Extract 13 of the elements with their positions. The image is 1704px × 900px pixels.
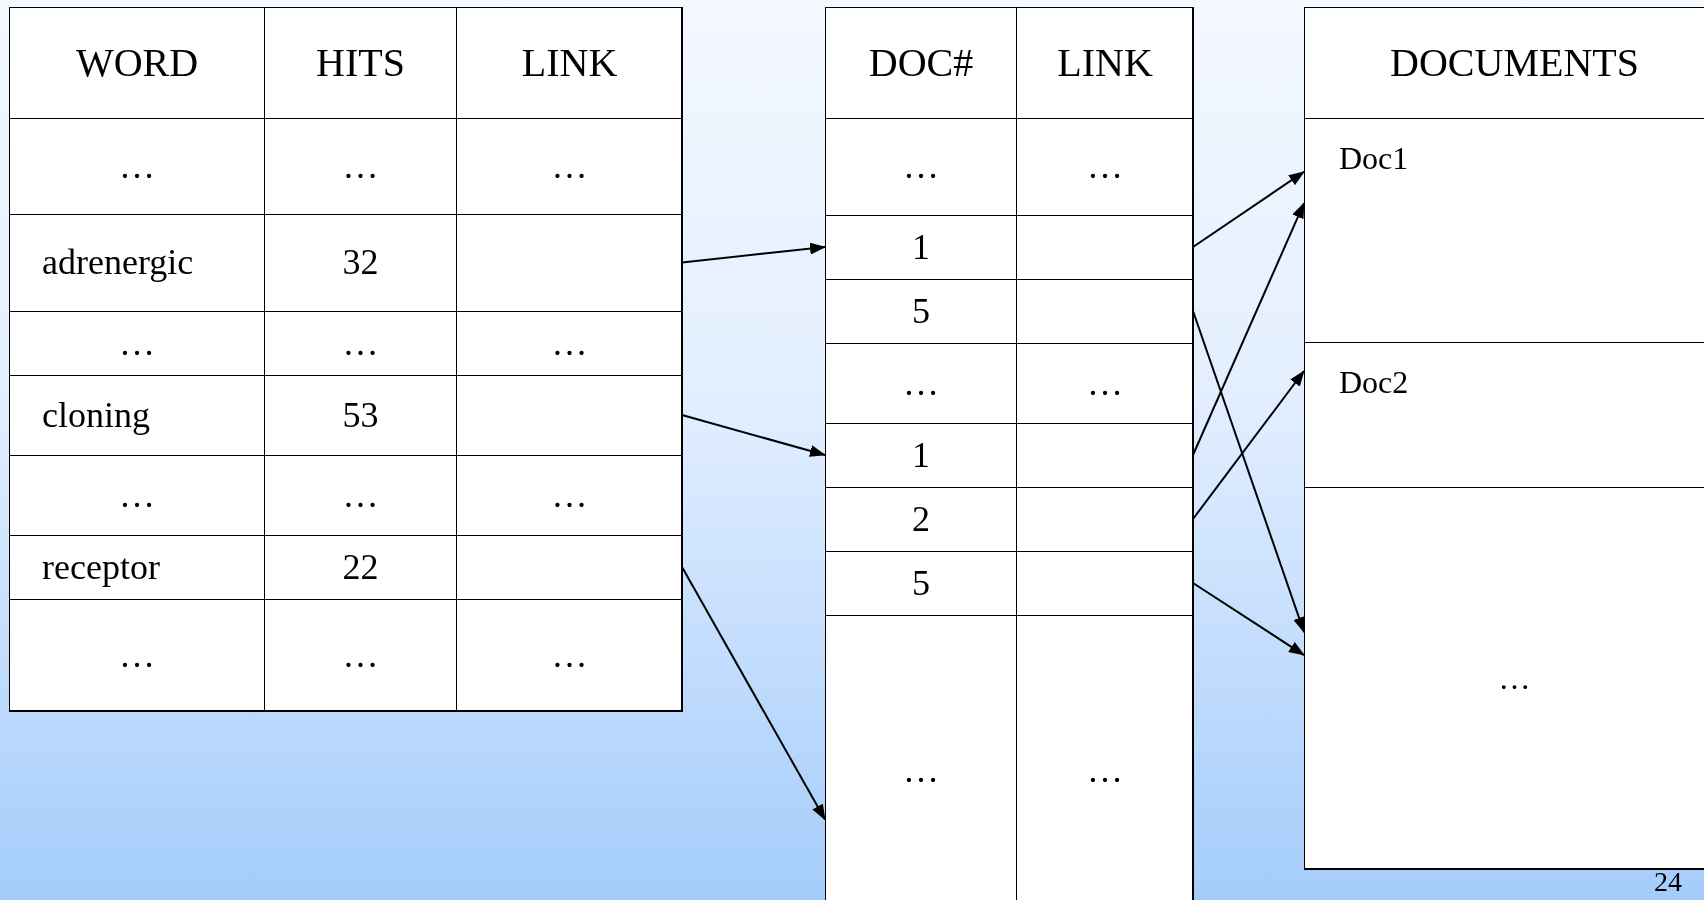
- arrow: [681, 566, 826, 821]
- arrow: [681, 242, 826, 264]
- table-cell: …: [456, 599, 683, 712]
- arrow: [1192, 582, 1305, 657]
- arrow: [1192, 370, 1305, 520]
- arrow: [681, 414, 826, 457]
- page-number: 24: [1654, 866, 1682, 898]
- index-table: [9, 7, 682, 711]
- arrow: [1192, 202, 1305, 456]
- arrow: [1192, 170, 1305, 248]
- posting-table: [825, 7, 1193, 900]
- arrow: [1192, 310, 1305, 634]
- document-table: [1304, 7, 1704, 869]
